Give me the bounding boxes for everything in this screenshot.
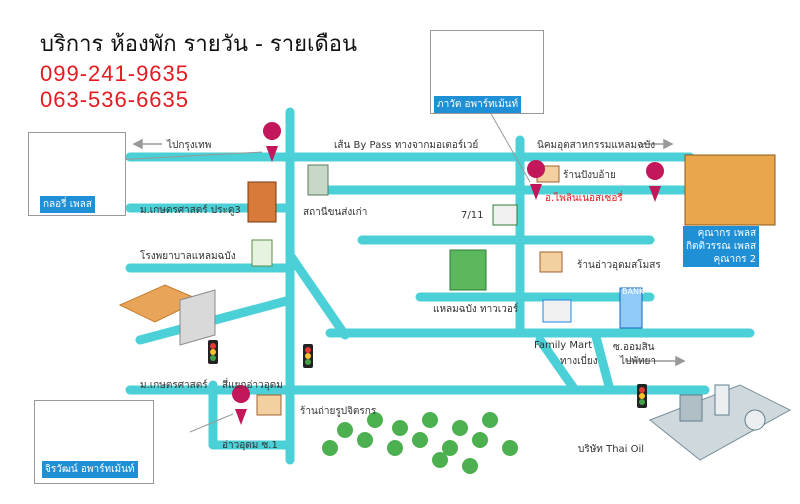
hospital-building-icon (251, 239, 273, 267)
label-udom-soi1: อ่าวอุดม ซ.1 (222, 440, 278, 451)
label-bypass-road: เส้น By Pass ทางจากมอเตอร์เวย์ (334, 140, 479, 151)
label-to-pattaya: ไปพัทยา (620, 356, 657, 367)
label-laemchabang-tower: แหลมฉบัง ทาวเวอร์ (433, 304, 519, 315)
label-udom-junction: สี่แยกอ่าวอุดม (222, 380, 283, 391)
label-jirawat-apartment: จิรวัฒน์ อพาร์ทเม้นท์ (42, 461, 138, 478)
map-pin-icon (263, 122, 282, 162)
label-thangbieng: ทางเบี่ยง (560, 356, 598, 367)
label-kasetsart: ม.เกษตรศาสตร์ (140, 380, 208, 391)
thai-oil-plant-icon (649, 384, 792, 461)
label-photo-shop: ร้านถ่ายรูปจิตรกร (300, 406, 377, 417)
label-udom-shop: ร้านอ่าวอุดมสโมสร (577, 260, 661, 271)
label-family-mart: Family Mart (534, 340, 593, 351)
campus-building-icon (179, 289, 216, 346)
label-pailin-nursery: อ.ไพลินเนอสเซอรี่ (545, 193, 623, 204)
bank-building-icon (619, 287, 643, 329)
map-pin-icon (646, 162, 665, 202)
label-bus-station: สถานีขนส่งเก่า (303, 207, 368, 218)
seven-eleven-icon (492, 204, 518, 226)
photo-shop-icon (256, 394, 282, 416)
map-pin-icon (527, 160, 546, 200)
direction-arrows (132, 138, 686, 367)
phone-number-1[interactable]: 099-241-9635 (40, 61, 190, 86)
label-bank: BANK (622, 287, 645, 296)
label-khunakorn-2: คุณากร 2 (713, 254, 757, 265)
label-soi-ommasin: ซ.ออมสิน (613, 342, 655, 353)
traffic-light-icon (637, 384, 647, 408)
map-pin-icon (232, 385, 251, 425)
phone-number-2[interactable]: 063-536-6635 (40, 87, 190, 112)
label-khunakorn-group: คุณากร เพลส กิตติวรรณ เพลส คุณากร 2 (683, 226, 760, 267)
familymart-icon (542, 299, 572, 323)
header: บริการ ห้องพัก รายวัน - รายเดือน 099-241… (40, 26, 357, 113)
label-thai-oil: บริษัท Thai Oil (578, 444, 645, 455)
label-pang-shop: ร้านปังบอ้าย (563, 170, 616, 181)
bus-station-icon (307, 164, 329, 196)
label-industrial-estate: นิคมอุตสาหกรรมแหลมฉบัง (537, 140, 656, 151)
label-glory-place: กลอรี่ เพลส (40, 196, 95, 213)
ku3-building-icon (247, 181, 277, 223)
trees (322, 412, 518, 474)
label-hospital: โรงพยาบาลแหลมฉบัง (140, 251, 236, 262)
page-title: บริการ ห้องพัก รายวัน - รายเดือน (40, 32, 358, 57)
label-pawat-apartment: ภาวัต อพาร์ทเม้นท์ (434, 96, 522, 113)
shop-icon (539, 251, 563, 273)
label-ku-gate3: ม.เกษตรศาสตร์ ประตู3 (140, 205, 241, 216)
traffic-light-icon (208, 340, 218, 364)
traffic-light-icon (303, 344, 313, 368)
tower-building-icon (449, 249, 487, 291)
label-kittiwan-place: กิตติวรรณ เพลส (686, 241, 757, 252)
callout-lines (115, 111, 531, 433)
label-seven-eleven: 7/11 (461, 210, 484, 221)
label-to-bangkok: ไปกรุงเทพ (167, 140, 212, 151)
label-khunakorn-place: คุณากร เพลส (697, 228, 757, 239)
